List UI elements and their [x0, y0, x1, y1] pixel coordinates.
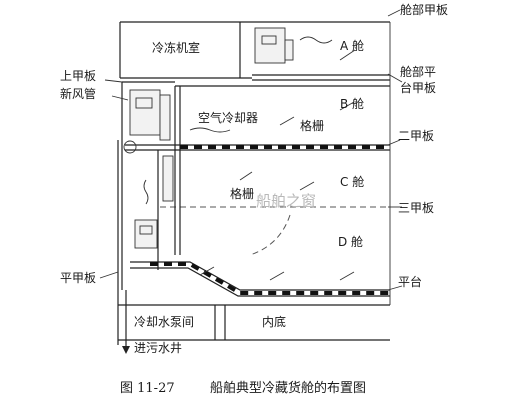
caption-title: 船舶典型冷藏货舱的布置图 — [210, 380, 366, 396]
label-hold-c: C 舱 — [340, 175, 364, 189]
label-inner-bottom: 内底 — [262, 314, 286, 329]
leader-lines — [99, 9, 403, 291]
airflow-arrows — [143, 36, 356, 281]
label-fresh-air-pipe: 新风管 — [60, 86, 96, 101]
label-machine-room: 冷冻机室 — [152, 40, 200, 55]
label-hold-d: D 舱 — [338, 235, 363, 249]
watermark-text: 船舶之窗 — [256, 192, 316, 210]
label-hold-b: B 舱 — [340, 97, 364, 111]
equipment — [123, 27, 294, 249]
label-grating-mid: 格栅 — [230, 186, 254, 201]
hull-structure — [117, 21, 391, 354]
figure-caption: 图 11-27 船舶典型冷藏货舱的布置图 — [120, 380, 366, 396]
label-third-deck: 三甲板 — [398, 201, 434, 215]
caption-number: 图 11-27 — [120, 381, 175, 396]
labels: 舱部甲板 冷冻机室 A 舱 舱部平 台甲板 上甲板 新风管 B 舱 空气冷却器 … — [60, 2, 448, 355]
label-air-cooler: 空气冷却器 — [198, 110, 258, 125]
label-pump-room: 冷却水泵间 — [134, 315, 194, 329]
label-platform-deck-2: 台甲板 — [400, 80, 436, 95]
label-flat-deck: 平甲板 — [60, 271, 96, 285]
label-second-deck: 二甲板 — [398, 129, 434, 143]
label-to-sump: 进污水井 — [134, 341, 182, 355]
label-platform: 平台 — [398, 274, 422, 289]
label-grating-upper: 格栅 — [300, 118, 324, 133]
label-deck-top: 舱部甲板 — [400, 2, 448, 17]
label-platform-deck-1: 舱部平 — [400, 64, 436, 79]
label-hold-a: A 舱 — [340, 39, 364, 53]
label-upper-deck: 上甲板 — [60, 69, 96, 83]
